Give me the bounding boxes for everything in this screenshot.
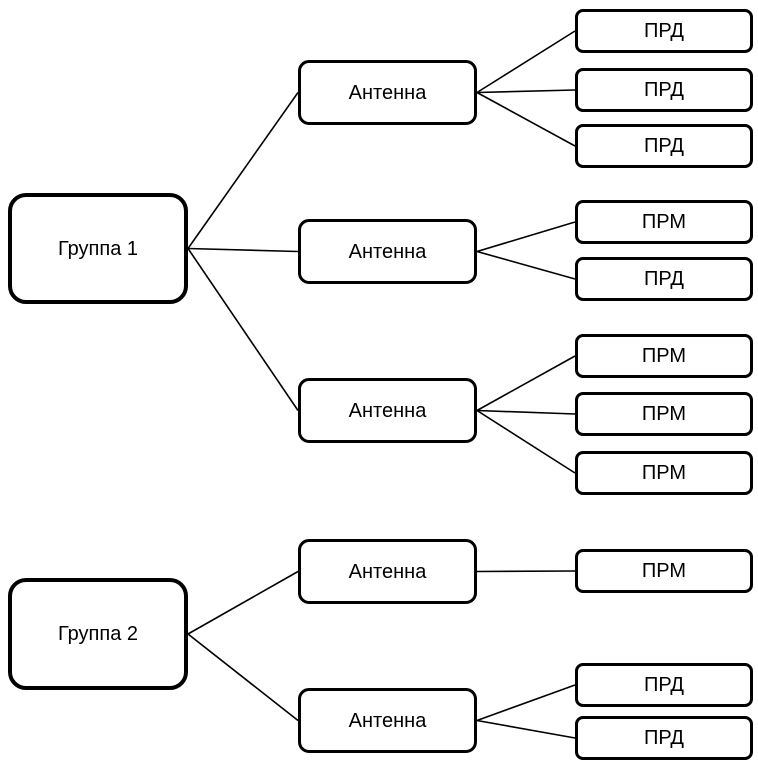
node-antenna-5-label: Антенна <box>348 709 427 732</box>
node-prd-1-label: ПРД <box>644 20 684 42</box>
node-prd-4-label: ПРД <box>644 268 684 290</box>
node-prd-6-label: ПРД <box>644 727 684 749</box>
node-antenna-5: Антенна <box>298 688 477 753</box>
node-prm-5: ПРМ <box>575 549 753 593</box>
node-prd-3: ПРД <box>575 124 753 168</box>
node-antenna-4: Антенна <box>298 539 477 604</box>
node-prm-3: ПРМ <box>575 392 753 436</box>
node-antenna-1-label: Антенна <box>348 81 427 104</box>
node-group-1-label: Группа 1 <box>57 237 139 260</box>
node-prm-3-label: ПРМ <box>641 403 687 425</box>
node-antenna-3-label: Антенна <box>348 399 427 422</box>
node-prd-6: ПРД <box>575 716 753 760</box>
node-prm-5-label: ПРМ <box>641 560 687 582</box>
node-antenna-3: Антенна <box>298 378 477 443</box>
node-prm-1-label: ПРМ <box>641 211 687 233</box>
node-antenna-2-label: Антенна <box>348 240 427 263</box>
node-prd-5-label: ПРД <box>644 674 684 696</box>
node-antenna-4-label: Антенна <box>348 560 427 583</box>
node-prm-4-label: ПРМ <box>641 462 687 484</box>
node-group-1: Группа 1 <box>8 193 188 304</box>
node-prm-2: ПРМ <box>575 334 753 378</box>
node-antenna-2: Антенна <box>298 219 477 284</box>
node-antenna-1: Антенна <box>298 60 477 125</box>
node-group-2: Группа 2 <box>8 578 188 690</box>
node-prm-4: ПРМ <box>575 451 753 495</box>
node-prd-1: ПРД <box>575 9 753 53</box>
node-prm-2-label: ПРМ <box>641 345 687 367</box>
node-prd-5: ПРД <box>575 663 753 707</box>
node-prd-4: ПРД <box>575 257 753 301</box>
node-prd-2: ПРД <box>575 68 753 112</box>
node-prd-2-label: ПРД <box>644 79 684 101</box>
node-prm-1: ПРМ <box>575 200 753 244</box>
node-prd-3-label: ПРД <box>644 135 684 157</box>
node-group-2-label: Группа 2 <box>57 623 139 645</box>
